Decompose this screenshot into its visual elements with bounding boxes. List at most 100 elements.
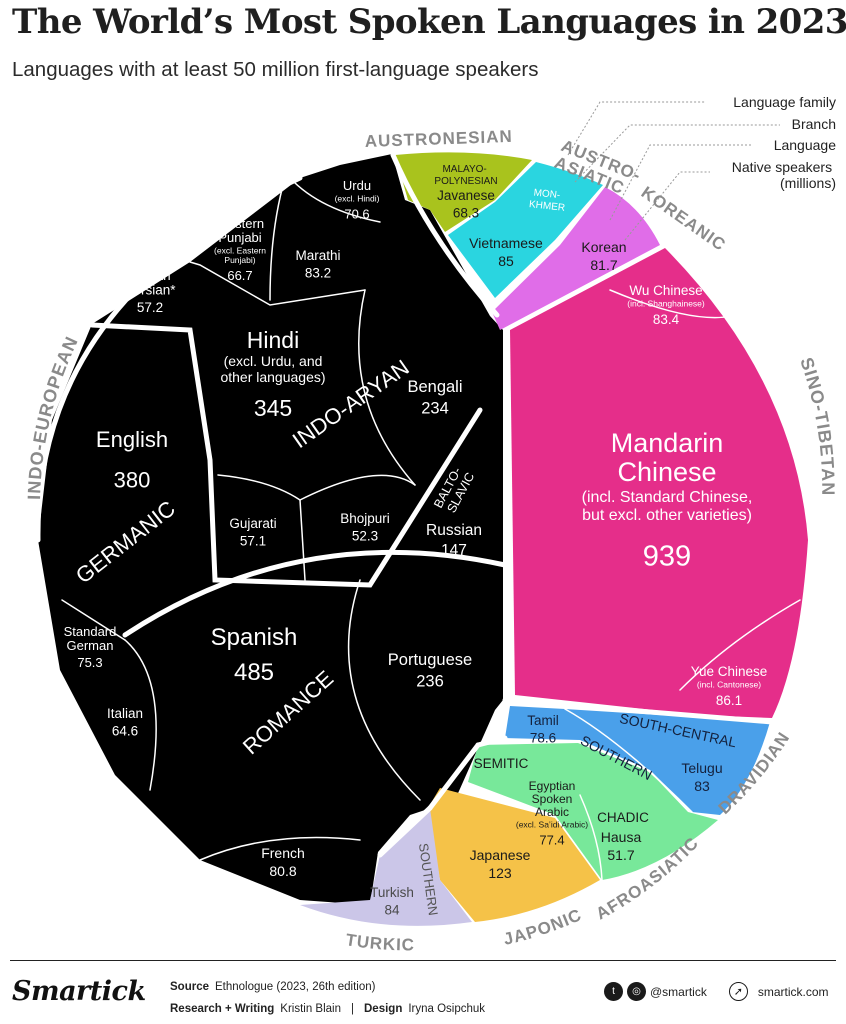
branch-label-semitic: SEMITIC: [474, 756, 529, 771]
lang-name: Turkish: [370, 885, 414, 900]
lang-name: French: [261, 845, 305, 861]
lang-english: English 380: [96, 427, 168, 493]
lang-name: Portuguese: [388, 651, 472, 669]
lang-value: 85: [498, 253, 514, 269]
lang-italian: Italian 64.6: [107, 706, 143, 739]
lang-name: Korean: [581, 239, 626, 255]
austro-asiatic-cell: [448, 162, 603, 298]
lang-korean: Korean 81.7: [581, 239, 626, 273]
lang-wu-chinese: Wu Chinese(incl. Shanghainese)83.4: [627, 283, 705, 327]
research-label: Research + Writing: [170, 1003, 275, 1015]
lang-value: 84: [384, 903, 400, 918]
lang-value: 123: [488, 865, 512, 881]
website-link[interactable]: smartick.com: [757, 984, 829, 999]
branch-label-chadic: CHADIC: [597, 810, 649, 825]
lang-note: (excl. Sa’idi Arabic): [516, 819, 588, 829]
japonic-cell: [428, 788, 600, 922]
branch-label-mon-khmer: MON- KHMER: [528, 187, 566, 214]
lang-value: 80.8: [269, 863, 296, 879]
austronesian-cell: [395, 152, 532, 232]
source-line: Source Ethnologue (2023, 26th edition): [170, 976, 485, 998]
social-handle[interactable]: @smartick: [650, 984, 707, 999]
lang-name: Japanese: [470, 847, 531, 863]
source-text: Ethnologue (2023, 26th edition): [215, 981, 376, 993]
lang-value: 83: [694, 778, 710, 794]
lang-name: Hausa: [601, 829, 642, 845]
lang-turkish: Turkish 84: [370, 885, 414, 918]
lang-name: Javanese: [437, 188, 495, 203]
lang-value: 147: [441, 542, 467, 559]
lang-value: 380: [114, 468, 151, 493]
lang-value: 64.6: [112, 724, 138, 739]
lang-name: Telugu: [681, 760, 722, 776]
legend-family: Language family: [733, 94, 836, 110]
lang-note: (incl. Cantonese): [697, 679, 761, 689]
borders-layer: [35, 152, 801, 881]
chart-legend: Language family Branch Language Native s…: [732, 94, 836, 191]
cursor-icon[interactable]: ➚: [728, 982, 748, 1001]
lang-spanish: Spanish 485: [211, 624, 298, 686]
lang-telugu: Telugu 83: [681, 760, 722, 794]
lang-name: Spanish: [211, 624, 298, 651]
smartick-logo[interactable]: Smartick: [12, 976, 146, 1007]
lang-name: Italian: [107, 706, 143, 721]
lang-value: 81.7: [590, 257, 617, 273]
lang-value: 77.4: [539, 832, 564, 847]
indo-european-cell: [38, 154, 503, 905]
lang-value: 86.1: [716, 693, 742, 708]
lang-french: French 80.8: [261, 845, 305, 879]
legend-language: Language: [774, 137, 837, 153]
lang-value: 68.3: [453, 206, 479, 221]
lang-value: 57.1: [240, 534, 266, 549]
lang-javanese: Javanese 68.3: [437, 188, 495, 221]
afroasiatic-cell: [468, 743, 718, 880]
lang-value: 51.7: [607, 847, 634, 863]
family-label-sino-tibetan: SINO-TIBETAN: [796, 355, 838, 496]
lang-name: Vietnamese: [469, 235, 543, 251]
source-label: Source: [170, 981, 209, 993]
credits-divider: |: [351, 1003, 354, 1015]
family-label-austronesian: AUSTRONESIAN: [364, 127, 513, 151]
lang-note: (incl. Shanghainese): [627, 298, 705, 308]
social-links: t ◎ @smartick ➚ smartick.com: [604, 982, 829, 1001]
lang-value: 70.6: [344, 206, 369, 221]
twitter-icon[interactable]: t: [604, 982, 623, 1001]
lang-value: 485: [234, 659, 274, 686]
research-name: Kristin Blain: [280, 1003, 341, 1015]
lang-portuguese: Portuguese 236: [388, 651, 472, 690]
lang-russian: Russian 147: [426, 522, 482, 559]
lang-name: Marathi: [295, 248, 340, 263]
lang-value: 236: [416, 672, 444, 690]
instagram-icon[interactable]: ◎: [627, 982, 646, 1001]
lang-value: 57.2: [137, 300, 163, 315]
legend-leaders: [567, 101, 780, 241]
lang-value: 345: [254, 395, 292, 421]
lang-name: Tamil: [527, 713, 559, 728]
chart-subtitle: Languages with at least 50 million first…: [12, 58, 539, 81]
design-name: Iryna Osipchuk: [408, 1003, 486, 1015]
footer: Smartick Source Ethnologue (2023, 26th ed…: [0, 960, 846, 1024]
lang-name: English: [96, 427, 168, 452]
lang-name: Wu Chinese: [629, 283, 702, 298]
branch-label-malayo-polynesian: MALAYO- POLYNESIAN: [434, 164, 497, 187]
lang-name: Russian: [426, 522, 482, 539]
lang-yue-chinese: Yue Chinese(incl. Cantonese)86.1: [691, 664, 768, 708]
family-label-turkic: TURKIC: [344, 930, 415, 954]
lang-hausa: Hausa 51.7: [601, 829, 642, 863]
sino-tibetan-cell: [510, 248, 808, 718]
footer-divider: [10, 960, 836, 961]
lang-name: Urdu: [343, 178, 371, 193]
